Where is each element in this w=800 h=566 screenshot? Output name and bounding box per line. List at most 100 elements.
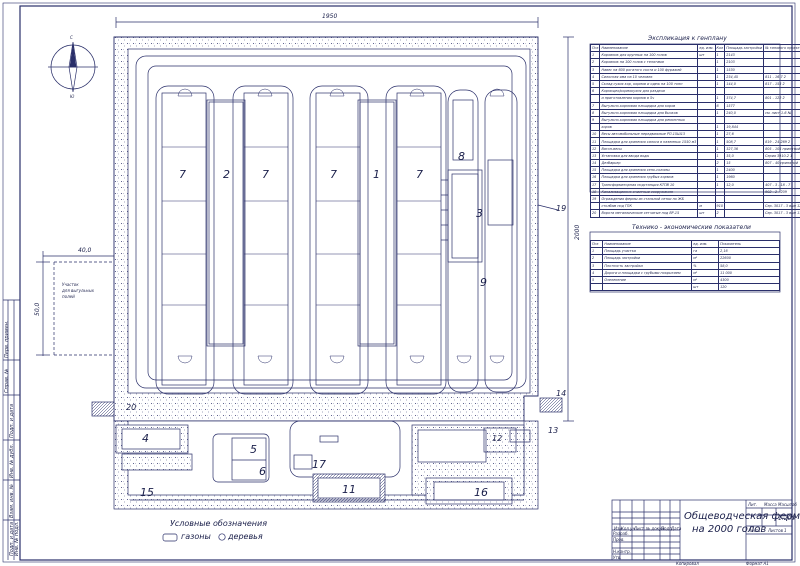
tech-cell: м² — [691, 254, 720, 263]
explication-cell — [697, 72, 716, 81]
compass-south: Ю — [70, 94, 75, 99]
explication-cell: 4 — [589, 72, 601, 81]
tech-cell: 2 — [589, 254, 604, 263]
sidebar-label-7: Инв. № подл. — [14, 521, 20, 557]
stamp-role-approve: Утв. — [613, 555, 622, 560]
sidebar-label-2: Справ. № — [4, 368, 10, 393]
tech-cell: 1 — [589, 247, 604, 256]
explication-cell — [697, 58, 716, 67]
explication-cell: Серия 3910-2 1 — [763, 151, 800, 161]
explication-cell: Площадка для хранения сено-соломы — [599, 166, 699, 175]
explication-cell — [724, 87, 765, 96]
explication-cell: 13 — [589, 151, 601, 161]
explication-cell: шт — [697, 209, 716, 218]
explication-cell — [714, 87, 726, 96]
explication-cell: 819 - 24-269 2 — [763, 137, 800, 146]
explication-cell — [724, 202, 765, 211]
tech-header-cell: ед. изм. — [691, 239, 720, 249]
building-8: 8 — [458, 150, 465, 163]
stamp-masshtab: Масштаб — [778, 502, 798, 507]
explication-cell: 1 — [714, 108, 726, 117]
explication-cell — [763, 87, 800, 96]
explication-title: Экспликация к генплану — [648, 35, 727, 42]
explication-cell: 1 — [589, 51, 601, 60]
explication-cell: Установка для ввода воды — [599, 151, 699, 161]
stamp-role-dev: Разраб. — [613, 531, 629, 536]
building-5: 5 — [250, 443, 257, 456]
explication-cell: 2 — [714, 158, 726, 168]
tech-cell: 3 — [589, 261, 604, 270]
explication-cell: 1 — [714, 180, 726, 189]
tech-cell: 4300 — [718, 275, 780, 285]
tech-cell: % — [691, 261, 720, 270]
explication-cell: 16 — [589, 173, 601, 182]
explication-cell: 1 — [714, 173, 726, 182]
stamp-title-1: Общеводческая ферма — [684, 511, 800, 522]
dim-top: 1950 — [322, 13, 338, 20]
tech-title: Технико - экономические показатели — [632, 224, 751, 231]
explication-cell — [763, 130, 800, 139]
stamp-col-kol: Кол.уч — [621, 526, 635, 531]
explication-cell: 6 — [714, 101, 726, 110]
explication-cell: и приготовления кормов в 5ч — [599, 94, 699, 103]
building-4: 4 — [142, 432, 149, 445]
tech-header-cell: Показатель — [718, 239, 780, 249]
explication-cell: 910 — [714, 202, 726, 211]
stamp-sheets-num: 1 — [784, 528, 787, 533]
explication-cell: 1 — [714, 137, 726, 146]
dim-right: 2000 — [574, 224, 581, 240]
compass-rose — [48, 41, 98, 93]
explication-cell: Навес на 600 рогатого скота и 100 фураже… — [599, 65, 699, 74]
explication-cell — [724, 115, 765, 125]
explication-cell: 1960 — [724, 173, 765, 182]
building-7d: 7 — [416, 168, 423, 181]
building-2: 2 — [223, 168, 230, 181]
tech-cell: Плотность застройки — [602, 261, 693, 270]
explication-cell — [697, 87, 716, 96]
dim-left-width: 40,0 — [78, 247, 92, 254]
explication-cell: 327,36 — [724, 144, 765, 153]
explication-cell: Выгульно-кормовая площадка для коров — [599, 101, 699, 110]
explication-cell: см. лист 1-6 № — [763, 108, 800, 117]
explication-cell: 1 — [714, 94, 726, 103]
explication-cell: 1 — [714, 79, 726, 89]
explication-cell: 11 — [589, 137, 601, 146]
building-13: 13 — [548, 426, 559, 435]
explication-cell: 12 — [589, 144, 601, 153]
explication-cell: 1 — [714, 72, 726, 81]
tech-cell: 120 — [718, 283, 780, 292]
explication-cell — [697, 144, 716, 153]
tech-cell: Площадь участка — [602, 247, 693, 256]
stamp-role-check: Пров. — [613, 537, 625, 542]
explication-cell: 817 - 153 2 — [763, 79, 800, 89]
stamp-col-list: Лист — [634, 526, 645, 531]
tech-cell: шт — [691, 283, 720, 292]
explication-cell: 374,7 — [724, 94, 765, 103]
explication-cell: Канализационно-очистные сооружения — [599, 187, 699, 196]
explication-cell — [763, 65, 800, 74]
building-1: 1 — [373, 168, 380, 181]
explication-cell: 3 — [589, 65, 601, 74]
stamp-col-izm: Изм — [614, 526, 623, 531]
explication-cell: 18 — [589, 187, 601, 196]
building-9: 9 — [480, 276, 487, 289]
building-6: 6 — [259, 465, 266, 478]
sidebar-label-1: Перв. примен. — [4, 320, 10, 358]
explication-cell: Склад сухих кор, кормов и одеж на 100 то… — [599, 79, 699, 89]
explication-cell: 2103 — [724, 58, 765, 67]
explication-cell — [589, 123, 601, 132]
explication-cell: 2 — [714, 209, 726, 218]
tech-cell: Дороги и площадки с грубыми покрытием — [602, 268, 693, 277]
compass-north: С — [70, 35, 73, 40]
